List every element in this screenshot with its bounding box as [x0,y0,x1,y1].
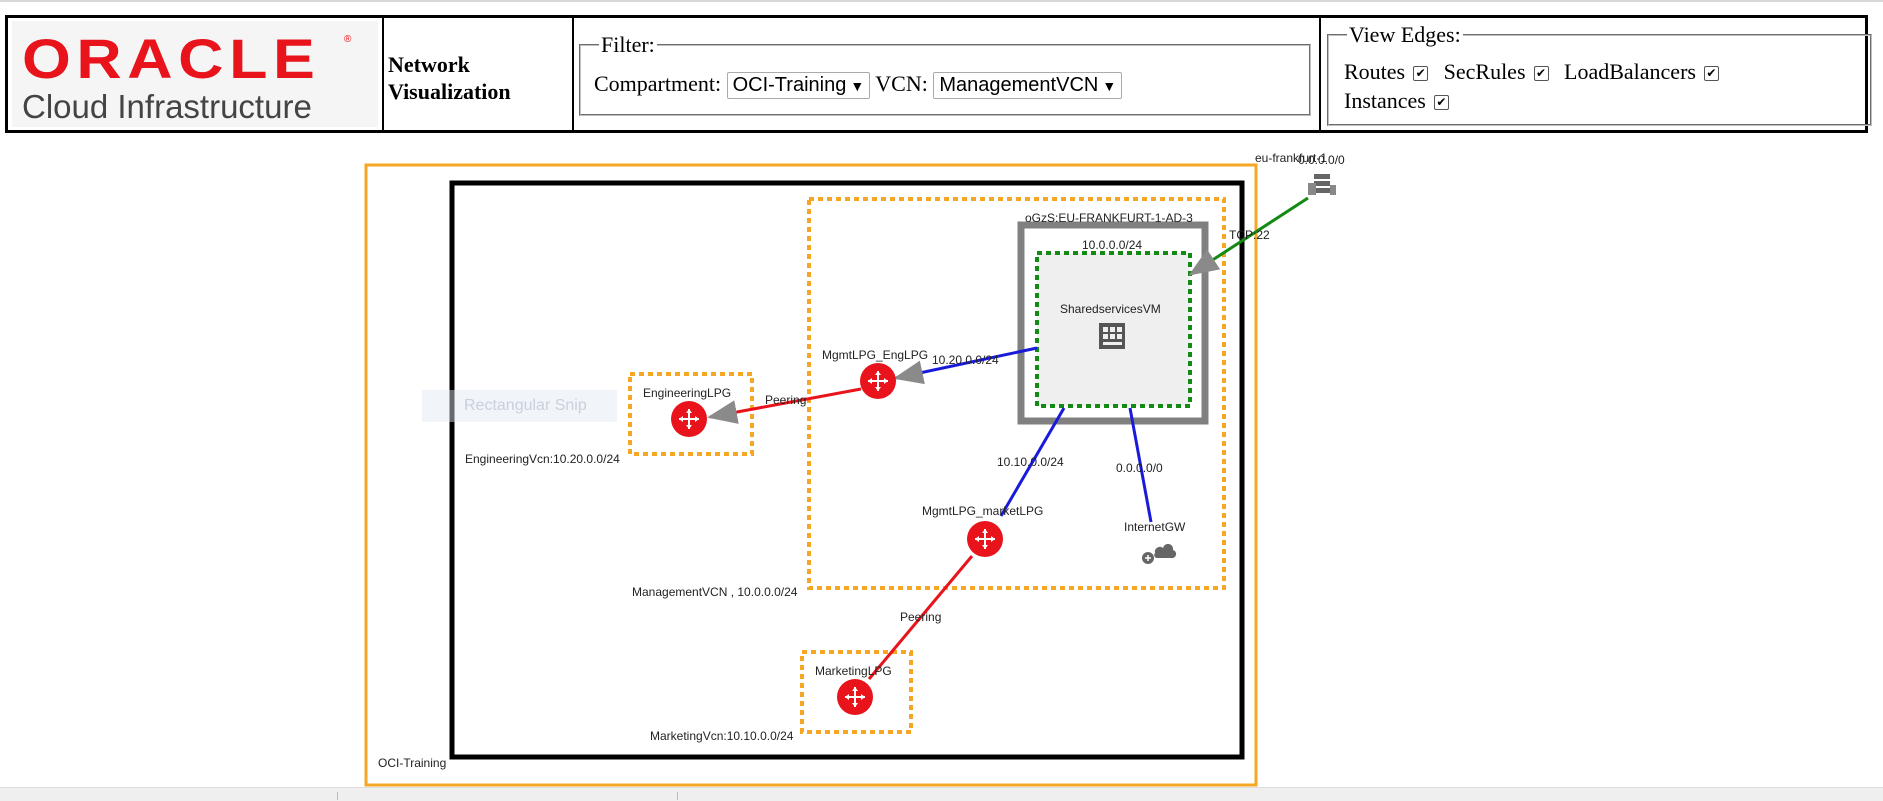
view-edges-fieldset: View Edges: [1327,22,1872,126]
lpg-eng-label: MgmtLPG_EngLPG [822,348,928,362]
server-stack-icon[interactable] [1308,174,1336,195]
router-icon[interactable] [671,401,707,437]
loadbalancers-label: LoadBalancers [1564,59,1696,84]
engineering-vcn-box[interactable] [628,372,754,456]
peering-label-eng: Peering [765,393,806,407]
edges-row-1: Routes ✔ SecRules ✔ LoadBalancers ✔ [1344,59,1729,85]
loadbalancers-checkbox[interactable]: ✔ [1703,66,1719,81]
chevron-down-icon: ▼ [1102,78,1117,95]
chevron-down-icon: ▼ [850,78,865,95]
page-title-line2: Visualization [388,79,511,104]
snip-tool-overlay: Rectangular Snip [422,390,617,422]
page-title-line1: Network [388,52,470,77]
lpg-eng-route-label: 10.20.0.0/24 [932,353,999,367]
page-title: Network Visualization [388,51,511,105]
view-edges-cell: View Edges: Routes ✔ SecRules ✔ LoadBalanc… [1321,18,1872,130]
marketing-vcn-label: MarketingVcn:10.10.0.0/24 [650,729,794,743]
management-vcn-label: ManagementVCN , 10.0.0.0/24 [632,585,798,599]
instances-label: Instances [1344,88,1426,113]
view-edges-legend: View Edges: [1349,22,1461,47]
route-edge-igw[interactable] [1128,407,1153,523]
router-icon[interactable] [837,679,873,715]
header-bar: ORACLE ® Cloud Infrastructure Network Vi… [5,15,1872,133]
instances-checkbox[interactable]: ✔ [1433,95,1449,110]
compartment-box[interactable] [364,163,1258,787]
peering-label-market: Peering [900,610,941,624]
route-edge-eng[interactable] [893,346,1038,385]
edges-row-2: Instances ✔ [1344,88,1459,114]
ad-label: oGzS:EU-FRANKFURT-1-AD-3 [1025,211,1193,225]
lpg-market-label: MgmtLPG_marketLPG [922,504,1043,518]
compartment-label: OCI-Training [378,756,446,770]
peering-edge-market[interactable] [867,555,974,680]
vcn-select-value: ManagementVCN [939,74,1099,97]
igw-label: InternetGW [1124,520,1186,534]
peering-edge-eng[interactable] [707,387,862,424]
vcn-container[interactable] [449,180,1245,760]
logo-background [12,21,378,127]
vcn-select[interactable]: ManagementVCN▼ [933,72,1123,100]
filter-cell: Filter: Compartment: OCI-Training▼ VCN: … [574,18,1321,130]
compartment-label: Compartment: [594,71,722,96]
router-icon[interactable] [860,363,896,399]
router-icon[interactable] [967,521,1003,557]
internet-gateway-icon[interactable] [1142,543,1177,564]
filter-legend: Filter: [601,32,655,57]
region-cidr-label: 0.0.0.0/0 [1298,153,1345,167]
routes-label: Routes [1344,59,1406,84]
compartment-select[interactable]: OCI-Training▼ [726,72,871,100]
status-divider [337,792,338,800]
secrules-checkbox[interactable]: ✔ [1533,66,1549,81]
bottom-status-strip [0,787,1883,801]
availability-domain-box[interactable] [1017,221,1209,425]
oracle-logo: ORACLE ® Cloud Infrastructure [8,18,384,130]
vcn-label: VCN: [875,71,928,96]
routes-checkbox[interactable]: ✔ [1413,66,1429,81]
subnet-cidr-label: 10.0.0.0/24 [1082,238,1142,252]
igw-route-label: 0.0.0.0/0 [1116,461,1163,475]
compartment-select-value: OCI-Training [732,74,847,97]
compute-instance-icon[interactable] [1099,323,1125,349]
management-vcn-box[interactable] [807,197,1226,590]
route-edge-market[interactable] [999,407,1066,517]
filter-fieldset: Filter: [579,32,1311,116]
filter-row: Compartment: OCI-Training▼ VCN: Manageme… [594,71,1123,100]
engineering-vcn-label: EngineeringVcn:10.20.0.0/24 [465,452,620,466]
engineering-lpg-label: EngineeringLPG [643,386,731,400]
logo-subtitle: Cloud Infrastructure [22,88,312,125]
secrule-edge[interactable] [1188,196,1309,276]
logo-registered-mark: ® [344,34,352,45]
secrule-label: TCP:22 [1229,228,1270,242]
marketing-vcn-box[interactable] [800,650,913,734]
marketing-lpg-label: MarketingLPG [815,664,892,678]
region-label: eu-frankfurt-1 [1255,151,1327,165]
page-title-cell: Network Visualization [384,18,574,130]
instance-label: SharedservicesVM [1060,302,1161,316]
status-divider [677,792,678,800]
secrules-label: SecRules [1443,59,1526,84]
logo-brand: ORACLE [22,27,321,90]
window-top-border [0,0,1883,2]
lpg-market-route-label: 10.10.0.0/24 [997,455,1064,469]
